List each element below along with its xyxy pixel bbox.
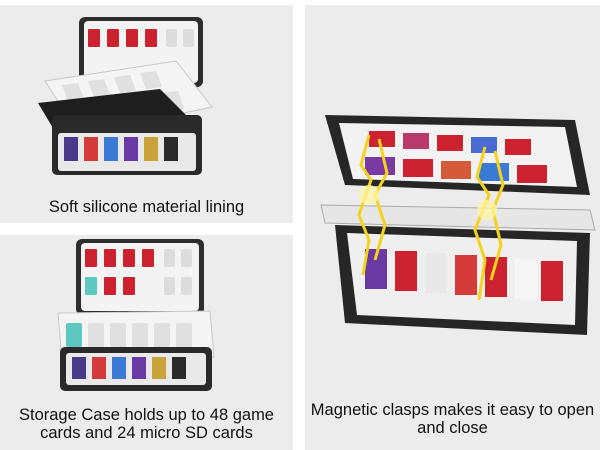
caption-storage-capacity: Storage Case holds up to 48 game cards a…: [18, 406, 274, 442]
panel-magnetic-clasps: Magnetic clasps makes it easy to open an…: [305, 5, 600, 450]
open-case-image: [320, 115, 596, 335]
panel-storage-capacity: Storage Case holds up to 48 game cards a…: [0, 235, 293, 450]
caption-silicone-lining: Soft silicone material lining: [48, 198, 245, 216]
caption-magnetic-clasps: Magnetic clasps makes it easy to open an…: [310, 401, 595, 437]
panel-silicone-lining: Soft silicone material lining: [0, 5, 293, 223]
open-case-image: [38, 17, 213, 175]
open-case-image: [57, 239, 215, 391]
